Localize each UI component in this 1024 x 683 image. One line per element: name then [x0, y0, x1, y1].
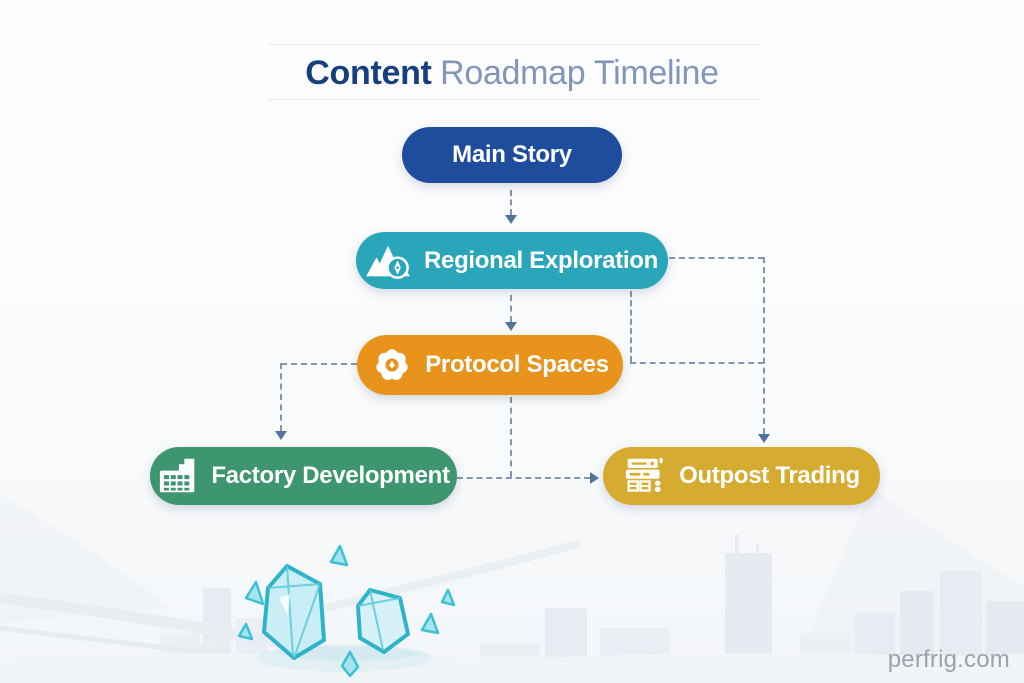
node-regional-exploration-label: Regional Exploration — [423, 246, 659, 274]
node-outpost-trading-label: Outpost Trading — [679, 462, 860, 489]
connector-protocol-right — [630, 362, 764, 364]
crates-icon — [623, 456, 667, 496]
node-factory-development: Factory Development — [150, 447, 457, 505]
connector-regional-elbow-down — [630, 291, 632, 362]
title-divider-bottom — [268, 99, 760, 100]
node-outpost-trading: Outpost Trading — [603, 447, 880, 505]
arrowhead-regional-to-protocol — [505, 322, 517, 331]
node-protocol-spaces: Protocol Spaces — [357, 335, 623, 395]
node-protocol-spaces-label: Protocol Spaces — [425, 351, 609, 378]
node-main-story-label: Main Story — [452, 141, 572, 168]
page-title-rest: Roadmap Timeline — [440, 54, 719, 92]
arrowhead-factory-to-outpost — [590, 472, 599, 484]
connector-factory-to-outpost — [457, 477, 590, 479]
connector-protocol-left — [281, 363, 357, 365]
node-main-story: Main Story — [402, 127, 622, 183]
crystals-illustration — [237, 544, 456, 678]
title-divider-top — [268, 44, 760, 45]
arrowhead-main-to-regional — [505, 215, 517, 224]
connector-right-down-to-outpost — [763, 257, 765, 434]
page-title-emphasis: Content — [305, 54, 432, 92]
factory-icon — [157, 457, 199, 495]
connector-protocol-down — [510, 397, 512, 477]
gear-flower-icon — [371, 344, 413, 386]
node-regional-exploration: Regional Exploration — [356, 232, 668, 289]
mountains-compass-icon — [366, 241, 412, 281]
connector-regional-right — [669, 257, 764, 259]
connector-left-down-to-factory — [280, 363, 282, 431]
watermark: perfrig.com — [887, 646, 1010, 673]
arrowhead-to-factory — [275, 431, 287, 440]
cityscape-background — [0, 488, 1024, 683]
arrowhead-to-outpost — [758, 434, 770, 443]
connector-main-to-regional — [510, 190, 512, 215]
node-factory-development-label: Factory Development — [211, 462, 450, 489]
connector-regional-to-protocol — [510, 295, 512, 322]
